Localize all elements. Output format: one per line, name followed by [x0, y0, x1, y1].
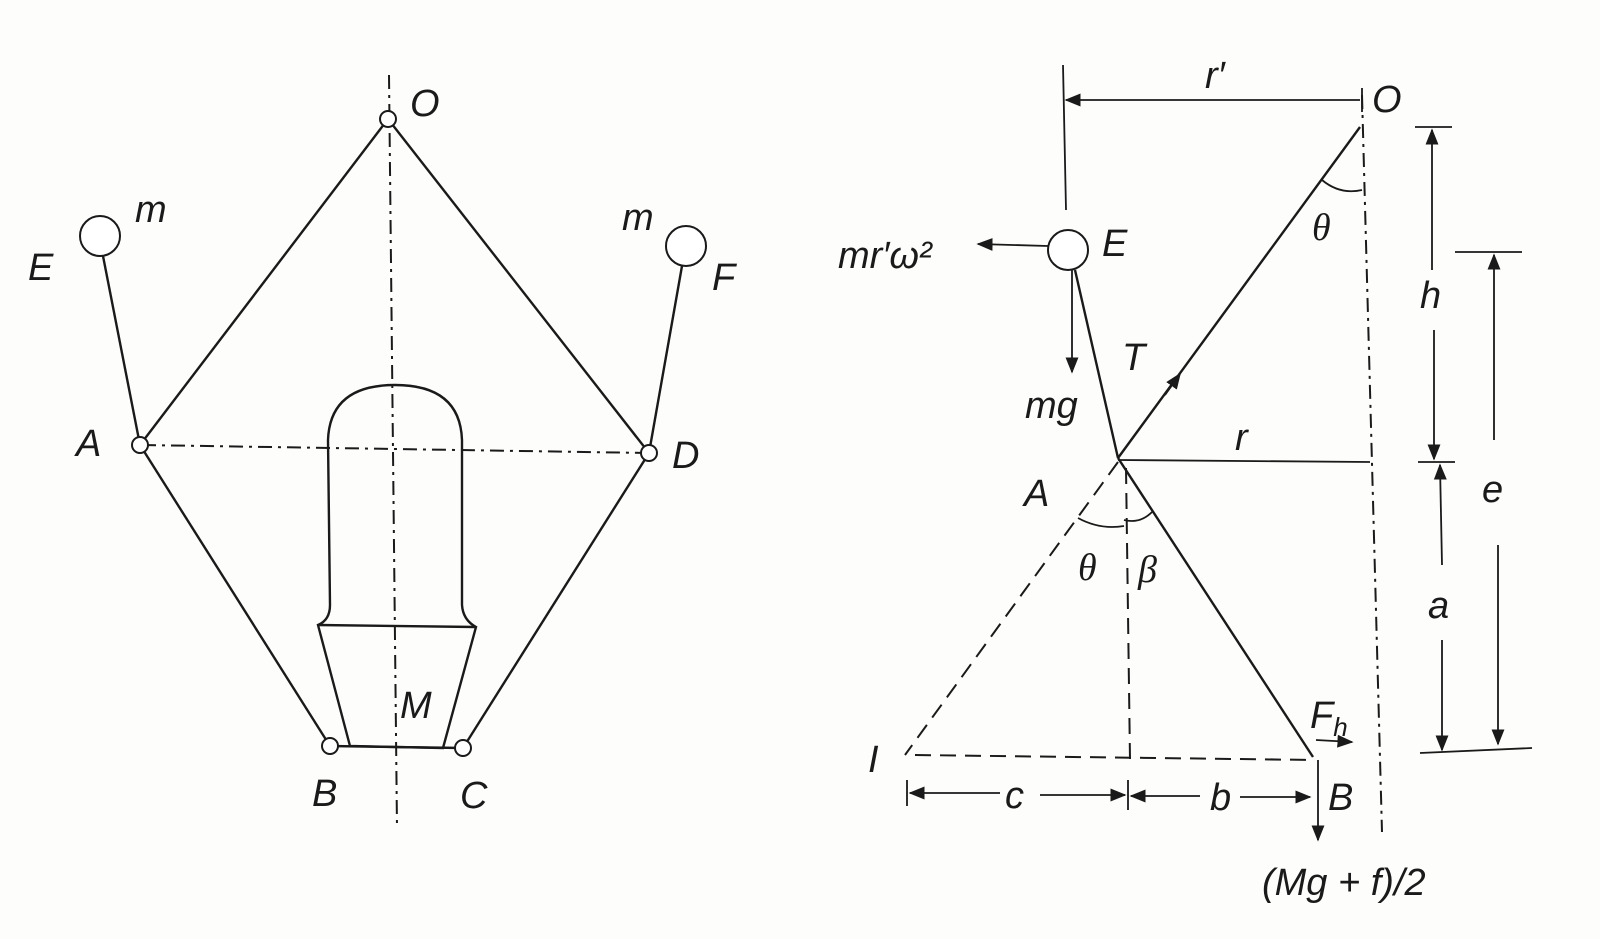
dimension-a-up	[1433, 463, 1447, 566]
label-theta-bottom: θ	[1078, 547, 1097, 589]
instantaneous-centre-line	[904, 461, 1119, 756]
spindle-axis-right	[1361, 94, 1383, 833]
tension-arrow	[1164, 372, 1181, 396]
tick-bottom	[1419, 747, 1533, 754]
lower-link-DC	[461, 452, 651, 749]
central-load-sleeve	[316, 383, 478, 750]
force-analysis-diagram: O r′ θ E mr′ω² T mg r A θ β Fh I c b B (…	[838, 55, 1533, 904]
label-m-E: m	[135, 189, 167, 231]
label-F: F	[712, 257, 737, 299]
label-E: E	[1102, 223, 1128, 265]
label-m-F: m	[622, 197, 654, 239]
lower-link-AB	[138, 444, 332, 747]
porter-governor-assembly: O E m m F A D B C M	[28, 74, 737, 829]
horizontal-force-arrow	[1315, 734, 1354, 748]
label-a: a	[1428, 585, 1449, 627]
ball-E	[1047, 229, 1089, 271]
label-O: O	[1372, 79, 1402, 121]
label-c: c	[1005, 775, 1024, 817]
label-F: F	[1310, 695, 1335, 737]
label-F-subscript: h	[1333, 712, 1347, 742]
label-centrifugal-force: mr′ω²	[838, 235, 933, 277]
lower-link-AB	[1116, 457, 1315, 758]
ball-arm-EA	[1073, 269, 1120, 459]
label-beta: β	[1137, 549, 1157, 591]
sleeve-divider	[317, 623, 477, 629]
label-M: M	[400, 685, 432, 727]
vertical-through-A	[1125, 467, 1131, 761]
radius-r-line	[1117, 459, 1371, 463]
label-e: e	[1482, 469, 1503, 511]
upper-arm-OA	[139, 118, 389, 446]
ball-reference-line	[1062, 64, 1067, 211]
label-D: D	[672, 435, 699, 477]
label-B: B	[1328, 777, 1353, 819]
ball-arm-EA	[101, 255, 142, 446]
angle-arc-theta-bottom	[1077, 517, 1125, 528]
ball-F	[665, 225, 707, 267]
label-C: C	[460, 775, 488, 817]
pivot-C	[454, 739, 472, 757]
label-b: b	[1210, 777, 1231, 819]
label-r: r	[1235, 417, 1249, 459]
label-T: T	[1122, 337, 1148, 379]
label-I: I	[868, 739, 879, 781]
label-A: A	[74, 423, 101, 465]
label-theta-top: θ	[1312, 207, 1331, 249]
label-h: h	[1420, 275, 1441, 317]
pivot-O	[379, 110, 397, 128]
label-sleeve-load: (Mg + f)/2	[1262, 862, 1426, 904]
ball-arm-FD	[647, 265, 684, 454]
angle-arc-theta-top	[1321, 179, 1363, 193]
label-A: A	[1022, 473, 1049, 515]
label-horizontal-force: Fh	[1310, 695, 1348, 742]
upper-arm-OA	[1117, 126, 1361, 459]
angle-arc-beta	[1123, 511, 1153, 522]
pivot-B	[321, 737, 339, 755]
label-r-prime: r′	[1205, 55, 1227, 97]
label-E: E	[28, 247, 54, 289]
ball-E	[79, 215, 121, 257]
label-B: B	[312, 773, 337, 815]
spindle-axis	[388, 74, 398, 829]
label-mg: mg	[1025, 385, 1078, 427]
horizontal-axis-A-D	[141, 444, 649, 454]
upper-arm-OD	[387, 118, 650, 454]
pivot-A	[131, 436, 149, 454]
centrifugal-force-arrow	[976, 237, 1049, 251]
pivot-D	[640, 444, 658, 462]
horizontal-through-B	[914, 754, 1316, 761]
label-O: O	[410, 83, 440, 125]
sleeve-base	[329, 744, 464, 750]
